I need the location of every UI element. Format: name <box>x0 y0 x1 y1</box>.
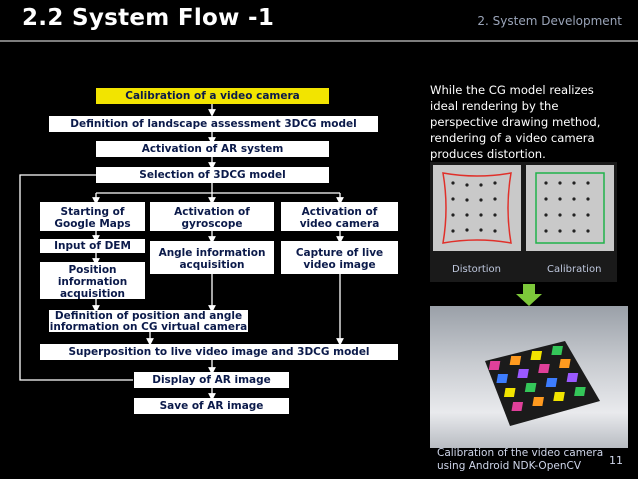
flow-box-label: Angle information <box>158 246 266 259</box>
flow-box-label: video camera <box>299 217 380 230</box>
description-line: While the CG model realizes <box>430 83 594 97</box>
flow-box-starting-maps: Starting of Google Maps <box>40 202 145 231</box>
flow-box-label: Google Maps <box>54 217 131 230</box>
caption-calibration: Calibration <box>547 264 602 275</box>
flow-box-label: Superposition to live video image and 3D… <box>68 346 370 358</box>
bottom-caption-line: Calibration of the video camera <box>437 447 604 459</box>
slide-title: 2.2 System Flow -1 <box>22 5 275 31</box>
flow-box-label: information on CG virtual camera <box>49 320 248 333</box>
flow-box-label: Activation of <box>301 205 378 218</box>
flow-box-selection-model: Selection of 3DCG model <box>96 167 329 183</box>
description-line: ideal rendering by the <box>430 99 559 113</box>
flow-box-label: Display of AR image <box>152 374 271 386</box>
flow-box-label: video image <box>303 258 376 271</box>
arrow-down-icon <box>516 284 542 306</box>
flow-box-label: Activation of <box>174 205 250 218</box>
distortion-grid-image <box>433 165 521 251</box>
flow-box-label: Calibration of a video camera <box>125 90 300 102</box>
flow-box-label: Starting of <box>60 205 125 218</box>
flow-box-input-dem: Input of DEM <box>40 239 145 253</box>
title-divider <box>0 40 638 42</box>
flow-box-label: information <box>57 275 128 288</box>
panel-description: While the CG model realizes ideal render… <box>430 82 630 162</box>
flow-box-label: Save of AR image <box>159 400 264 412</box>
description-line: perspective drawing method, <box>430 115 601 129</box>
flow-box-label: acquisition <box>179 258 245 271</box>
flow-box-label: Definition of position and angle <box>54 310 243 322</box>
flow-box-save-ar: Save of AR image <box>134 398 289 414</box>
flow-box-superposition: Superposition to live video image and 3D… <box>40 344 398 360</box>
calibration-grid-drawing <box>535 172 605 244</box>
flow-box-capture-live: Capture of live video image <box>281 241 398 274</box>
flow-box-activation-camera: Activation of video camera <box>281 202 398 231</box>
distortion-grid-drawing <box>442 172 512 244</box>
flow-box-activation-gyro: Activation of gyroscope <box>150 202 274 231</box>
bottom-caption: Calibration of the video camera using An… <box>437 447 603 473</box>
flow-box-label: Input of DEM <box>54 240 131 252</box>
distortion-comparison-image <box>430 162 617 282</box>
section-label: 2. System Development <box>477 14 622 28</box>
page-number: 11 <box>609 454 623 467</box>
flow-box-label: Position <box>68 263 117 276</box>
flow-box-angle-info: Angle information acquisition <box>150 241 274 274</box>
flow-box-calibration: Calibration of a video camera <box>96 88 329 104</box>
caption-distortion: Distortion <box>452 264 501 275</box>
flow-box-label: acquisition <box>59 287 126 300</box>
flow-box-position-info: Position information acquisition <box>40 262 145 300</box>
description-line: rendering of a video camera <box>430 131 595 145</box>
flow-box-label: gyroscope <box>181 217 243 230</box>
flow-box-label: Selection of 3DCG model <box>139 169 286 181</box>
flow-box-label: Capture of live <box>295 246 384 259</box>
flow-box-label: Activation of AR system <box>141 143 284 155</box>
flow-box-definition-landscape: Definition of landscape assessment 3DCG … <box>49 116 378 132</box>
calibration-photo <box>430 306 628 448</box>
flow-box-definition-position: Definition of position and angle informa… <box>49 310 248 332</box>
calibration-grid-image <box>526 165 614 251</box>
flow-box-label: Definition of landscape assessment 3DCG … <box>70 118 357 130</box>
flow-box-activation-ar: Activation of AR system <box>96 141 329 157</box>
description-line: produces distortion. <box>430 147 546 161</box>
flow-box-display-ar: Display of AR image <box>134 372 289 388</box>
bottom-caption-line: using Android NDK-OpenCV <box>437 460 581 472</box>
checkerboard-drawing <box>485 341 600 426</box>
